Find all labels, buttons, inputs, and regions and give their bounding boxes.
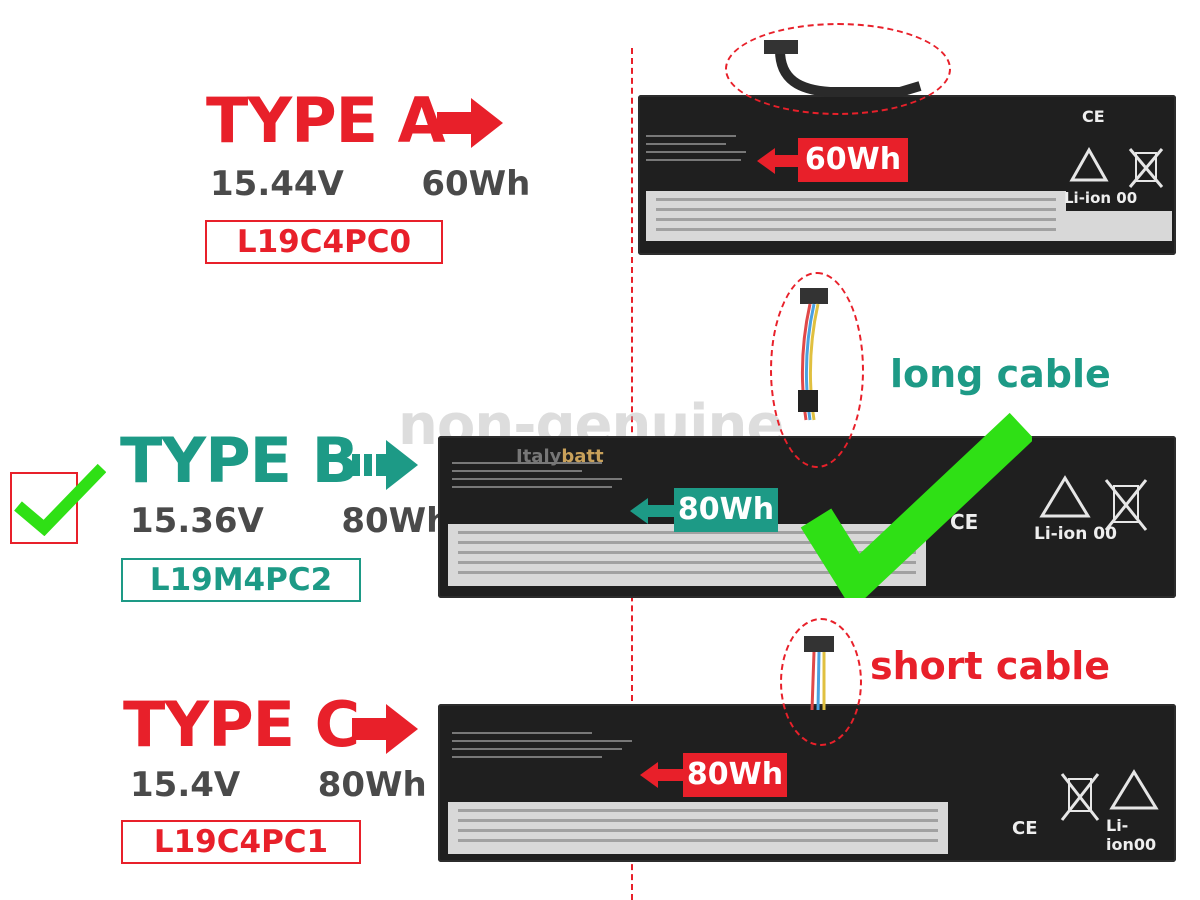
arrow-right-icon: [352, 704, 418, 754]
battery-c-label-panel: [448, 802, 948, 854]
ce-mark-icon: CE: [1012, 818, 1038, 839]
battery-a-li-ion-text: Li-ion 00: [1064, 189, 1138, 207]
arrow-left-icon: [640, 762, 686, 788]
arrow-left-icon: [630, 498, 676, 524]
type-b-spec: 15.36V 80Wh: [130, 501, 451, 541]
battery-c-li-ion-text: Li-ion00: [1106, 816, 1157, 854]
type-b-model: L19M4PC2: [121, 558, 361, 602]
recycle-icon: [1039, 475, 1091, 518]
arrow-right-icon: [437, 98, 503, 148]
checkmark-icon: [800, 412, 1032, 598]
crossed-bin-icon: [1060, 773, 1100, 821]
recycle-icon: [1109, 769, 1159, 810]
type-a-title: TYPE A: [206, 84, 446, 157]
battery-b-cable-circle: [770, 272, 864, 468]
type-c-title: TYPE C: [123, 688, 360, 761]
battery-c-wh-badge: 80Wh: [683, 753, 787, 797]
type-c-model: L19C4PC1: [121, 820, 361, 864]
battery-b-image: Italybatt CE Li-ion 00: [438, 436, 1176, 598]
recycle-icon: [1069, 147, 1109, 182]
brand-watermark: Italybatt: [516, 446, 604, 467]
battery-a-label-panel: [646, 191, 1066, 241]
battery-b-wh-badge: 80Wh: [674, 488, 778, 532]
type-a-spec: 15.44V 60Wh: [210, 164, 531, 204]
crossed-bin-icon: [1104, 479, 1148, 531]
battery-a-wh-badge: 60Wh: [798, 138, 908, 182]
arrow-left-icon: [757, 148, 801, 174]
ce-mark-icon: CE: [1082, 107, 1105, 126]
checkmark-icon: [14, 463, 106, 536]
type-c-spec: 15.4V 80Wh: [130, 765, 427, 805]
battery-a-cable-circle: [725, 23, 951, 115]
ce-mark-icon: CE: [950, 510, 979, 534]
battery-a-side-panel: [1066, 211, 1172, 241]
selected-checkbox: [10, 472, 78, 544]
long-cable-label: long cable: [890, 352, 1111, 396]
battery-c-cable-circle: [780, 618, 862, 746]
crossed-bin-icon: [1128, 148, 1164, 188]
type-a-model: L19C4PC0: [205, 220, 443, 264]
short-cable-label: short cable: [870, 644, 1111, 688]
battery-b-li-ion-text: Li-ion 00: [1034, 524, 1117, 544]
arrow-right-icon: [352, 440, 418, 490]
type-b-title: TYPE B: [120, 424, 359, 497]
battery-a-image: CE Li-ion 00: [638, 95, 1176, 255]
